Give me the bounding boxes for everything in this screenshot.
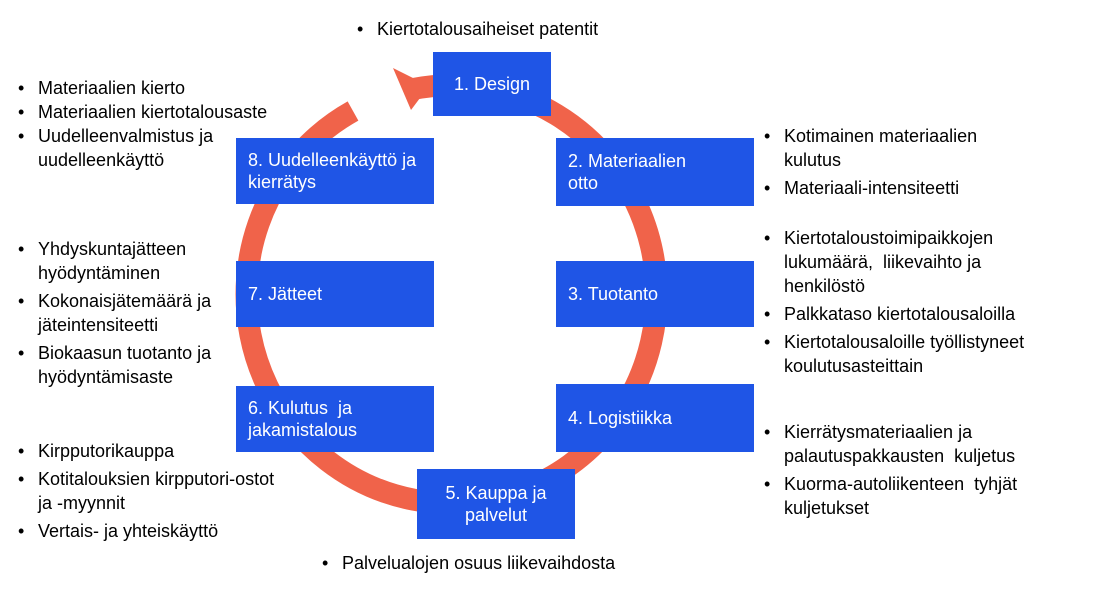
indicator-item: Kotitalouksien kirpputori-ostot ja -myyn… — [16, 467, 278, 515]
indicator-item: Materiaali-intensiteetti — [762, 176, 1052, 200]
indicator-item: Yhdyskuntajätteen hyödyntäminen — [16, 237, 246, 285]
indicator-item: Kiertotaloustoimipaikkojen lukumäärä, li… — [762, 226, 1054, 298]
indicators-uudelleenkaytto: Materiaalien kierto Materiaalien kiertot… — [16, 76, 326, 176]
indicators-logistiikka: Kierrätysmateriaalien ja palautuspakkaus… — [762, 420, 1072, 524]
indicator-item: Kiertotalousaiheiset patentit — [355, 17, 675, 41]
indicator-item: Palvelualojen osuus liikevaihdosta — [320, 551, 700, 575]
indicator-item: Materiaalien kierto — [16, 76, 326, 100]
stage-tuotanto-label: 3. Tuotanto — [568, 284, 659, 304]
indicator-item: Kuorma-autoliikenteen tyhjät kuljetukset — [762, 472, 1074, 520]
indicators-design: Kiertotalousaiheiset patentit — [355, 17, 675, 45]
indicator-item: Kierrätysmateriaalien ja palautuspakkaus… — [762, 420, 1044, 468]
indicators-jatteet: Yhdyskuntajätteen hyödyntäminen Kokonais… — [16, 237, 246, 393]
stage-kauppa-ja-palvelut: 5. Kauppa ja palvelut — [417, 469, 575, 539]
stage-jatteet: 7. Jätteet — [236, 261, 434, 327]
indicator-item: Uudelleenvalmistus ja uudelleenkäyttö — [16, 124, 228, 172]
indicator-item: Kiertotalousaloille työllistyneet koulut… — [762, 330, 1084, 378]
cycle-arrowhead — [393, 68, 429, 110]
indicator-item: Kirpputorikauppa — [16, 439, 296, 463]
stage-kauppa-ja-palvelut-label: 5. Kauppa ja palvelut — [445, 483, 547, 525]
indicator-item: Palkkataso kiertotalousaloilla — [762, 302, 1092, 326]
stage-materiaalien-otto: 2. Materiaalien otto — [556, 138, 754, 206]
indicator-item: Biokaasun tuotanto ja hyödyntämisaste — [16, 341, 246, 389]
stage-jatteet-label: 7. Jätteet — [248, 284, 323, 304]
stage-logistiikka: 4. Logistiikka — [556, 384, 754, 452]
stage-uudelleenkaytto-label: 8. Uudelleenkäyttö ja kierrätys — [248, 150, 417, 192]
stage-kulutus-label: 6. Kulutus ja jakamistalous — [248, 398, 358, 440]
indicators-kulutus: Kirpputorikauppa Kotitalouksien kirpputo… — [16, 439, 296, 547]
indicator-item: Kokonaisjätemäärä ja jäteintensiteetti — [16, 289, 246, 337]
stage-design-label: 1. Design — [453, 74, 531, 94]
indicator-item: Vertais- ja yhteiskäyttö — [16, 519, 296, 543]
indicators-kauppa: Palvelualojen osuus liikevaihdosta — [320, 551, 700, 579]
indicators-materiaalien-otto: Kotimainen materiaalien kulutus Materiaa… — [762, 124, 1052, 204]
stage-tuotanto: 3. Tuotanto — [556, 261, 754, 327]
stage-uudelleenkaytto-ja-kierratys: 8. Uudelleenkäyttö ja kierrätys — [236, 138, 434, 204]
stage-materiaalien-otto-label: 2. Materiaalien otto — [568, 151, 687, 193]
stage-logistiikka-label: 4. Logistiikka — [568, 408, 673, 428]
indicator-item: Kotimainen materiaalien kulutus — [762, 124, 1024, 172]
stage-design: 1. Design — [433, 52, 551, 116]
indicators-tuotanto: Kiertotaloustoimipaikkojen lukumäärä, li… — [762, 226, 1092, 382]
indicator-item: Materiaalien kiertotalousaste — [16, 100, 326, 124]
